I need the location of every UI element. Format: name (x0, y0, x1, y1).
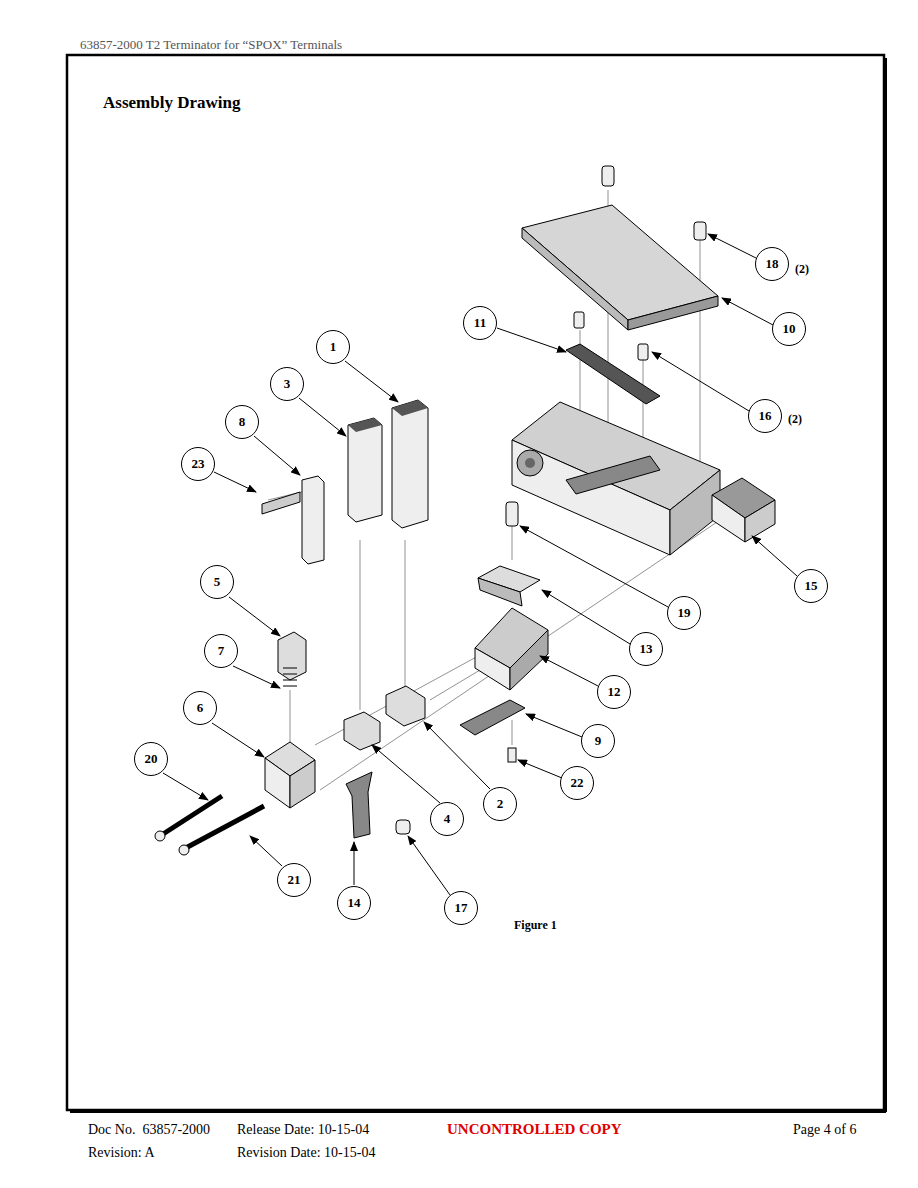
callout-circle: 19 (667, 596, 701, 630)
callout-number: 4 (444, 811, 451, 827)
callout-number: 19 (678, 605, 691, 621)
page-header: 63857-2000 T2 Terminator for “SPOX” Term… (80, 37, 342, 53)
callout-circle: 8 (225, 405, 259, 439)
callout-circle: 4 (430, 802, 464, 836)
callout-circle: 23 (181, 447, 215, 481)
callout-number: 20 (145, 751, 158, 767)
callout-number: 23 (192, 456, 205, 472)
page-frame (67, 55, 884, 1110)
callout-circle: 7 (204, 634, 238, 668)
footer-text: Doc No. 63857-2000 (88, 1122, 210, 1138)
footer-text: Revision: A (88, 1145, 155, 1161)
callout-circle: 20 (134, 742, 168, 776)
callout-circle: 22 (560, 766, 594, 800)
callout-number: 21 (288, 872, 301, 888)
quantity-note: (2) (788, 412, 802, 427)
callout-circle: 5 (200, 565, 234, 599)
callout-circle: 11 (463, 306, 497, 340)
callout-circle: 16 (748, 399, 782, 433)
callout-circle: 10 (772, 312, 806, 346)
callout-number: 17 (455, 900, 468, 916)
callout-circle: 6 (183, 691, 217, 725)
callout-circle: 15 (794, 569, 828, 603)
callout-number: 2 (497, 796, 504, 812)
callout-circle: 13 (629, 632, 663, 666)
callout-circle: 18 (755, 247, 789, 281)
callout-number: 18 (766, 256, 779, 272)
callout-circle: 9 (581, 724, 615, 758)
callout-number: 13 (640, 641, 653, 657)
callout-number: 5 (214, 574, 221, 590)
callout-circle: 2 (483, 787, 517, 821)
callout-number: 8 (239, 414, 246, 430)
callout-circle: 12 (597, 675, 631, 709)
callout-circle: 3 (270, 367, 304, 401)
callout-number: 3 (284, 376, 291, 392)
footer-text: Revision Date: 10-15-04 (237, 1145, 375, 1161)
watermark: UNCONTROLLED COPY (447, 1121, 622, 1138)
callout-circle: 1 (316, 330, 350, 364)
footer-text: Release Date: 10-15-04 (237, 1122, 369, 1138)
quantity-note: (2) (795, 262, 809, 277)
callout-number: 9 (595, 733, 602, 749)
callout-number: 12 (608, 684, 621, 700)
callout-number: 1 (330, 339, 337, 355)
callout-number: 15 (805, 578, 818, 594)
figure-caption: Figure 1 (514, 918, 557, 933)
callout-circle: 14 (337, 886, 371, 920)
callout-number: 7 (218, 643, 225, 659)
footer-text: Page 4 of 6 (793, 1122, 856, 1138)
callout-circle: 21 (277, 863, 311, 897)
callout-number: 22 (571, 775, 584, 791)
callout-number: 16 (759, 408, 772, 424)
drawing-title: Assembly Drawing (103, 93, 240, 113)
callout-circle: 17 (444, 891, 478, 925)
callout-number: 6 (197, 700, 204, 716)
callout-number: 10 (783, 321, 796, 337)
callout-number: 14 (348, 895, 361, 911)
callout-number: 11 (474, 315, 486, 331)
